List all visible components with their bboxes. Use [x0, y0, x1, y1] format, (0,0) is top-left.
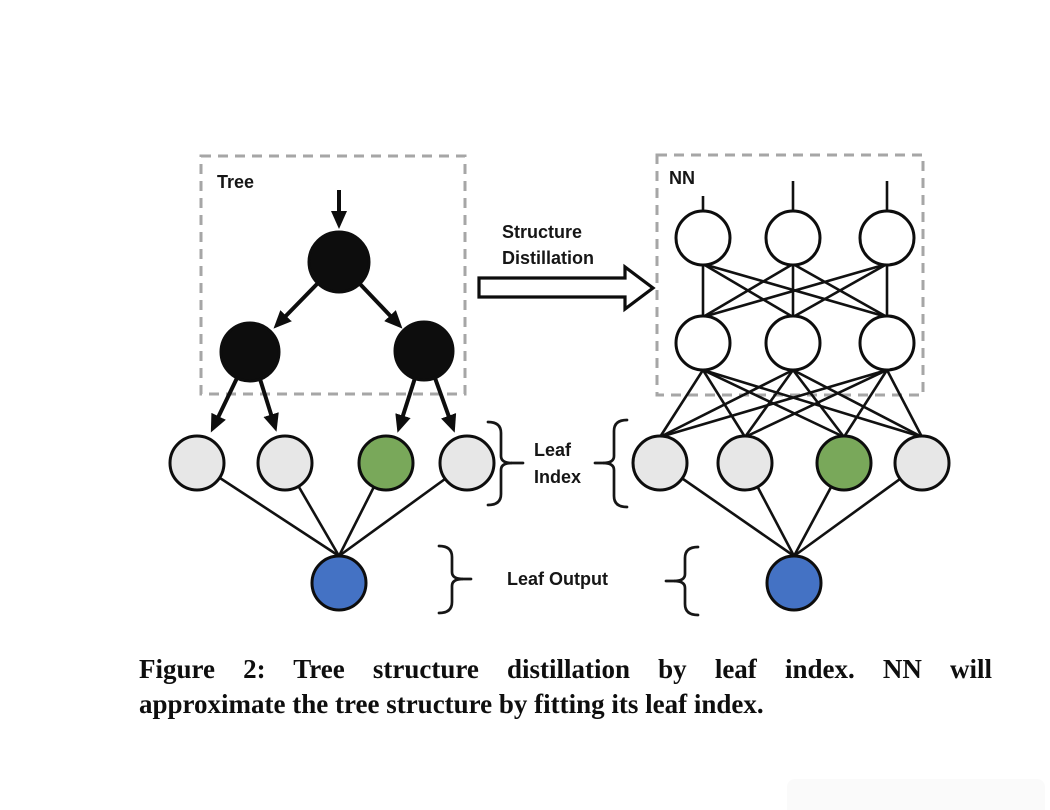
- structure-distillation-label-line1: Structure: [502, 222, 583, 242]
- nn-leaf-node-4: [893, 434, 951, 492]
- nn-output-node: [765, 554, 823, 612]
- tree-left-child-node: [219, 321, 281, 383]
- tree-panel-border: [199, 154, 467, 396]
- tree-panel: [199, 154, 467, 433]
- nn-leaf-edge: [659, 368, 794, 439]
- figure-caption: Figure 2: Tree structure distillation by…: [139, 652, 992, 722]
- leaf-index-right-brace: [602, 418, 629, 509]
- tree-edge-left-leaf1: [210, 377, 239, 433]
- nn-leaf-edge: [842, 369, 889, 438]
- tree-edge-right-leaf3: [395, 377, 417, 433]
- figure-caption-line1: Figure 2: Tree structure distillation by…: [139, 654, 992, 684]
- nn-panel-border: [655, 153, 925, 397]
- leaf-output-left-brace: [437, 544, 464, 615]
- tree-edge-left-leaf2: [258, 378, 279, 432]
- tree-leaf-node-4: [438, 434, 496, 492]
- block-arrow-icon: [477, 263, 656, 313]
- nn-leaf-node-3: [815, 434, 873, 492]
- leaf-index-label-line2: Index: [534, 467, 582, 487]
- nn-leaf-node-1: [631, 434, 689, 492]
- nn-layer2-node-2: [764, 314, 822, 372]
- tree-output-node: [310, 554, 368, 612]
- nn-layer1-node-1: [674, 209, 732, 267]
- bottom-right-artifact: [787, 779, 1045, 810]
- leaf-index-label-line1: Leaf: [534, 440, 572, 460]
- nn-layer2-node-3: [858, 314, 916, 372]
- nn-leaf-edge: [792, 368, 923, 439]
- tree-leaf-node-1: [168, 434, 226, 492]
- structure-distillation-label-line2: Distillation: [502, 248, 595, 268]
- tree-leaf-node-2: [256, 434, 314, 492]
- nn-leaf-edge: [658, 369, 705, 438]
- nn-edge: [702, 262, 888, 319]
- leaf-index-label: Leaf Index: [534, 437, 581, 491]
- distillation-arrow: [477, 263, 656, 313]
- nn-edge: [792, 262, 888, 319]
- nn-panel-label: NN: [669, 168, 695, 188]
- nn-layer1-node-2: [764, 209, 822, 267]
- nn-panel: [655, 153, 925, 397]
- nn-leaf-node-2: [716, 434, 774, 492]
- figure-diagram: [168, 153, 951, 617]
- nn-leaf-edge: [702, 368, 923, 439]
- tree-leaf-layer: [168, 434, 496, 612]
- nn-leaf-edge: [885, 369, 924, 438]
- nn-layer1-node-3: [858, 209, 916, 267]
- tree-right-child-node: [393, 320, 455, 382]
- nn-leaf-edge: [744, 368, 888, 439]
- leaf-output-right-brace: [673, 545, 700, 617]
- nn-leaf-layer: [631, 368, 951, 612]
- tree-root-node: [307, 230, 371, 294]
- figure-caption-line2: approximate the tree structure by fittin…: [139, 689, 764, 719]
- structure-distillation-label: Structure Distillation: [502, 219, 594, 271]
- tree-panel-label: Tree: [217, 172, 255, 192]
- tree-leaf-node-3: [357, 434, 415, 492]
- tree-edge-right-leaf4: [433, 377, 457, 433]
- nn-edge: [702, 262, 794, 319]
- nn-leaf-edge: [659, 368, 888, 439]
- tree-edge-root-right: [358, 282, 403, 329]
- nn-layer2-node-1: [674, 314, 732, 372]
- tree-edge-root-left: [273, 281, 320, 329]
- leaf-output-label: Leaf Output: [507, 569, 608, 589]
- annotation-braces: [437, 418, 700, 617]
